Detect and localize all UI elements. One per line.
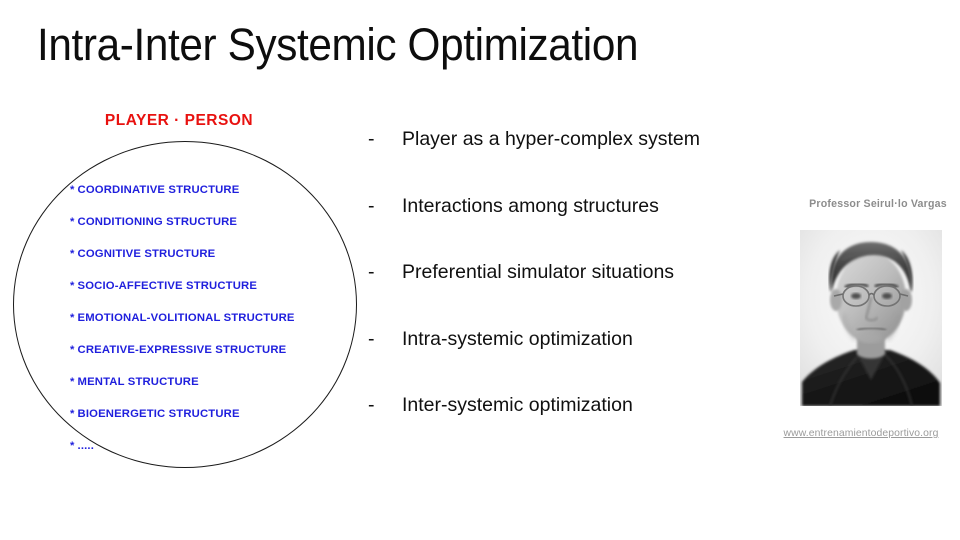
- page-title: Intra-Inter Systemic Optimization: [37, 19, 639, 70]
- list-item: *SOCIO-AFFECTIVE STRUCTURE: [70, 280, 257, 292]
- list-item: *EMOTIONAL-VOLITIONAL STRUCTURE: [70, 312, 295, 324]
- list-item: - Interactions among structures: [368, 193, 788, 260]
- dash-bullet-icon: -: [368, 394, 375, 416]
- structure-label: EMOTIONAL-VOLITIONAL STRUCTURE: [77, 312, 295, 324]
- professor-portrait-photo: [800, 230, 942, 406]
- dash-bullet-icon: -: [368, 327, 375, 350]
- key-points-list: - Player as a hyper-complex system - Int…: [368, 126, 788, 459]
- asterisk-icon: *: [70, 344, 75, 356]
- asterisk-icon: *: [70, 216, 75, 228]
- circle-outline: [13, 141, 357, 468]
- asterisk-icon: *: [70, 440, 75, 452]
- list-item: *MENTAL STRUCTURE: [70, 376, 199, 388]
- structure-label: BIOENERGETIC STRUCTURE: [77, 408, 240, 420]
- professor-caption: Professor Seirul·lo Vargas: [809, 198, 947, 210]
- list-item: - Inter-systemic optimization: [368, 392, 788, 459]
- website-link[interactable]: www.entrenamientodeportivo.org: [783, 428, 939, 439]
- asterisk-icon: *: [70, 184, 75, 196]
- dash-bullet-icon: -: [368, 194, 375, 217]
- bullet-label: Preferential simulator situations: [402, 261, 675, 283]
- list-item: *COORDINATIVE STRUCTURE: [70, 184, 239, 196]
- list-item: - Preferential simulator situations: [368, 259, 788, 326]
- asterisk-icon: *: [70, 248, 75, 260]
- asterisk-icon: *: [70, 312, 75, 324]
- dash-bullet-icon: -: [368, 128, 375, 150]
- player-person-circle-diagram: [13, 141, 359, 470]
- structure-label: .....: [77, 440, 94, 452]
- structure-list: *COORDINATIVE STRUCTURE *CONDITIONING ST…: [0, 141, 360, 471]
- list-item: *CREATIVE-EXPRESSIVE STRUCTURE: [70, 344, 286, 356]
- structure-label: SOCIO-AFFECTIVE STRUCTURE: [77, 280, 258, 292]
- structure-label: CREATIVE-EXPRESSIVE STRUCTURE: [77, 344, 287, 356]
- list-item: - Player as a hyper-complex system: [368, 126, 788, 193]
- bullet-label: Player as a hyper-complex system: [402, 128, 701, 150]
- dash-bullet-icon: -: [368, 261, 375, 283]
- list-item: - Intra-systemic optimization: [368, 326, 788, 393]
- list-item: *.....: [70, 440, 94, 452]
- asterisk-icon: *: [70, 280, 75, 292]
- list-item: *BIOENERGETIC STRUCTURE: [70, 408, 240, 420]
- list-item: *CONDITIONING STRUCTURE: [70, 216, 237, 228]
- list-item: *COGNITIVE STRUCTURE: [70, 248, 215, 260]
- bullet-label: Inter-systemic optimization: [402, 394, 633, 416]
- structure-label: MENTAL STRUCTURE: [77, 376, 199, 388]
- asterisk-icon: *: [70, 408, 75, 420]
- structure-label: COORDINATIVE STRUCTURE: [77, 184, 240, 196]
- asterisk-icon: *: [70, 376, 75, 388]
- structure-label: CONDITIONING STRUCTURE: [77, 216, 238, 228]
- bullet-label: Intra-systemic optimization: [402, 327, 633, 350]
- circle-heading-player-person: PLAYER · PERSON: [104, 112, 254, 129]
- structure-label: COGNITIVE STRUCTURE: [77, 248, 216, 260]
- bullet-label: Interactions among structures: [402, 194, 659, 217]
